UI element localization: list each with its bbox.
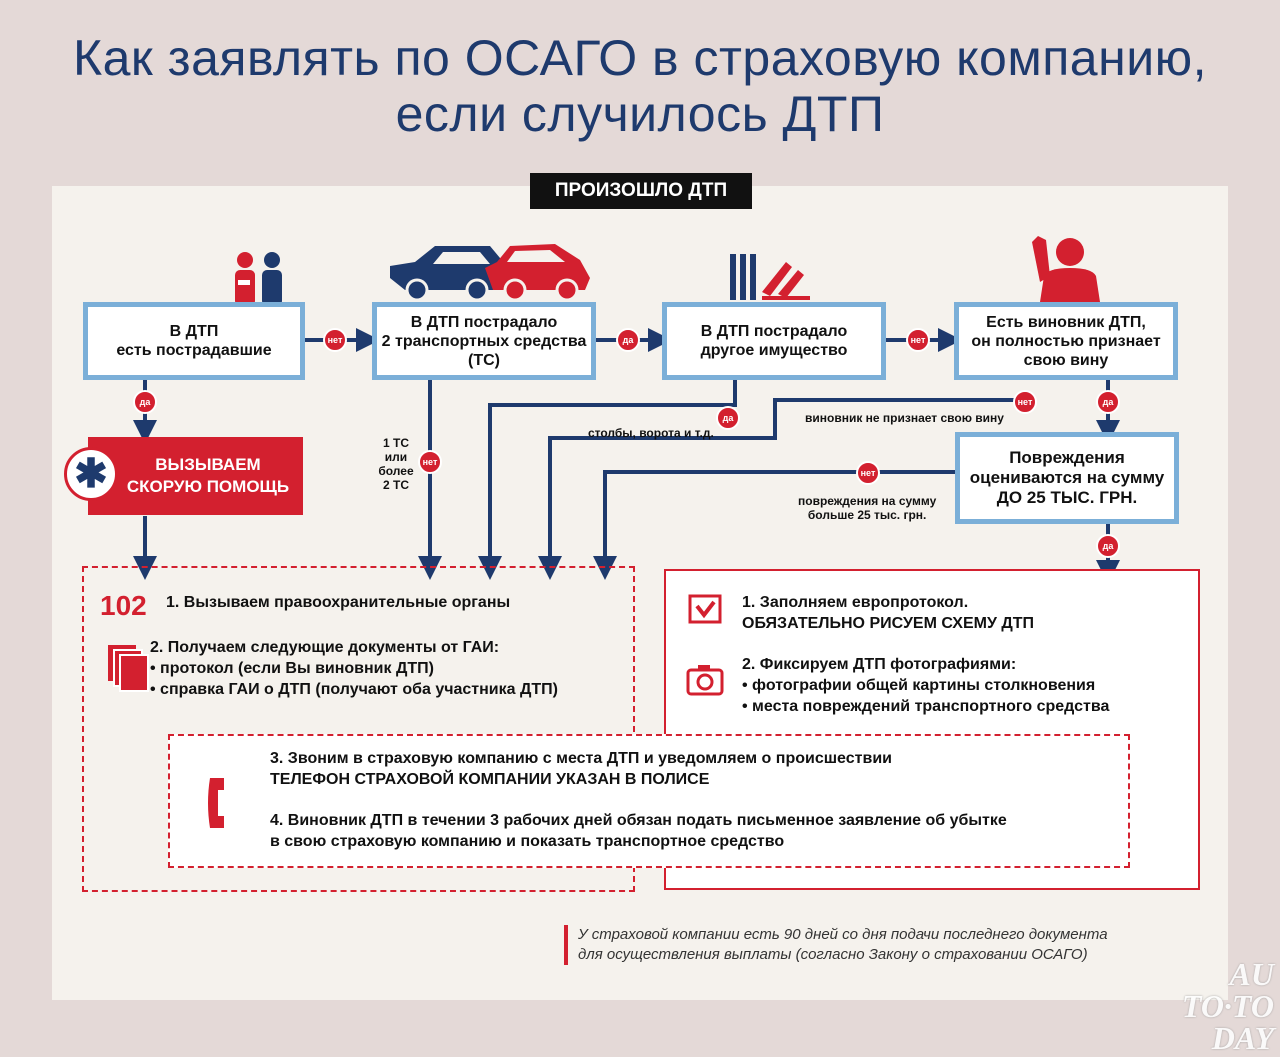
star-of-life-icon: ✱ — [64, 447, 118, 501]
yes-marker: да — [1096, 534, 1120, 558]
yes-marker: да — [616, 328, 640, 352]
yes-marker: да — [716, 406, 740, 430]
shared-steps-box — [168, 734, 1130, 868]
label-one-or-more: 1 ТС или более 2 ТС — [378, 436, 414, 492]
raised-hand-person-icon — [1032, 236, 1100, 302]
node-victims: В ДТП есть пострадавшие — [83, 302, 305, 380]
label-poles: столбы, ворота и т.д. — [588, 426, 714, 440]
no-marker: нет — [323, 328, 347, 352]
no-marker: нет — [1013, 390, 1037, 414]
ambulance-label: ВЫЗЫВАЕМ СКОРУЮ ПОМОЩЬ — [126, 455, 290, 496]
camera-icon — [686, 665, 724, 696]
ambulance-box: ВЫЗЫВАЕМ СКОРУЮ ПОМОЩЬ — [88, 437, 303, 515]
label-over-25: повреждения на сумму больше 25 тыс. грн. — [798, 494, 937, 522]
step-get-documents: 2. Получаем следующие документы от ГАИ: … — [150, 639, 558, 698]
node-two-vehicles: В ДТП пострадало 2 транспортных средства… — [372, 302, 596, 380]
car-crash-icon — [390, 244, 590, 302]
police-steps-box — [82, 566, 635, 892]
step-europrotocol: 1. Заполняем европротокол. ОБЯЗАТЕЛЬНО Р… — [742, 594, 1035, 632]
step-photos: 2. Фиксируем ДТП фотографиями: • фотогра… — [742, 656, 1110, 715]
page-title: Как заявлять по ОСАГО в страховую компан… — [72, 30, 1208, 142]
documents-icon — [108, 645, 149, 692]
no-marker: нет — [418, 450, 442, 474]
checkbox-icon — [688, 594, 722, 624]
node-damage: Повреждения оцениваются на сумму ДО 25 Т… — [955, 432, 1179, 524]
step-call-police: 1. Вызываем правоохранительные органы — [166, 594, 511, 611]
fence-icon — [730, 254, 810, 300]
payment-note: У страховой компании есть 90 дней со дня… — [564, 925, 1198, 965]
start-node: ПРОИЗОШЛО ДТП — [530, 173, 752, 209]
autotoday-watermark-logo: AU TO·TO DAY — [1181, 956, 1274, 1056]
no-marker: нет — [856, 461, 880, 485]
no-marker: нет — [906, 328, 930, 352]
node-culprit: Есть виновник ДТП, он полностью признает… — [954, 302, 1178, 380]
yes-marker: да — [133, 390, 157, 414]
yes-marker: да — [1096, 390, 1120, 414]
phone-icon — [208, 778, 224, 828]
step-call-insurer: 3. Звоним в страховую компанию с места Д… — [270, 750, 892, 788]
step-file-claim: 4. Виновник ДТП в течении 3 рабочих дней… — [270, 812, 1007, 850]
police-number: 102 — [100, 590, 147, 621]
label-not-admit: виновник не признает свою вину — [805, 411, 1004, 425]
node-property: В ДТП пострадало другое имущество — [662, 302, 886, 380]
